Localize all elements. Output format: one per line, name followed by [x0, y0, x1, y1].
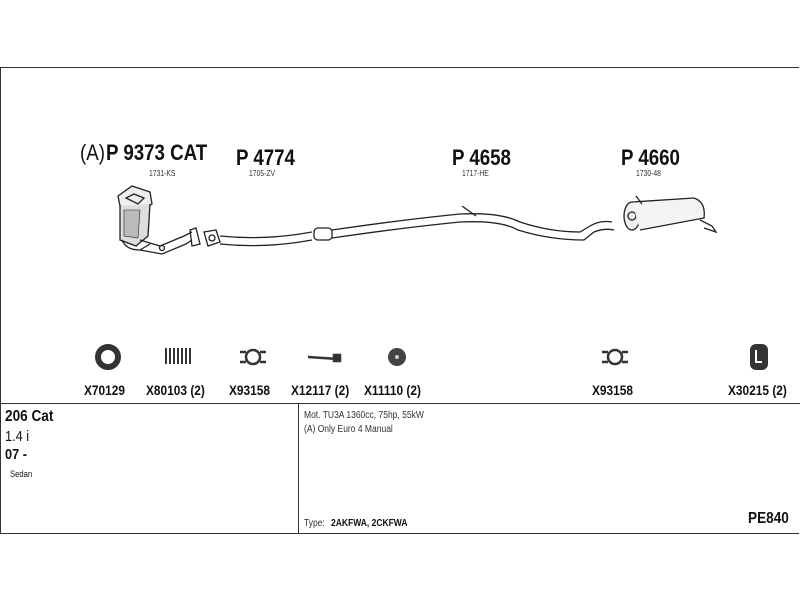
part-number: P 9373 CAT: [106, 140, 208, 165]
middle-pipe-drawing: [219, 205, 615, 247]
washer-icon: [388, 348, 406, 366]
type-label: Type:: [304, 518, 325, 529]
accessory-code: X93158: [592, 382, 634, 398]
divider: [0, 403, 800, 404]
divider: [298, 403, 299, 533]
part-reference: 1717-HE: [462, 169, 489, 178]
system-code: PE840: [748, 510, 789, 527]
vehicle-model: 206 Cat: [5, 408, 54, 425]
catalytic-converter-drawing: [117, 185, 153, 251]
vehicle-year: 07 -: [5, 446, 27, 463]
accessory-code: X80103 (2): [146, 382, 205, 398]
option-note: (A) Only Euro 4 Manual: [304, 424, 393, 435]
part-reference: 1705-ZV: [249, 169, 276, 178]
accessory-code: X93158: [229, 382, 271, 398]
bolt-icon: [307, 353, 342, 363]
diagram-frame: [0, 67, 799, 534]
accessory-code: X70129: [84, 382, 126, 398]
rubber-hanger-icon: [750, 344, 768, 370]
vehicle-engine: 1.4 i: [5, 428, 30, 445]
spring-icon: [165, 348, 191, 364]
vehicle-body: Sedan: [10, 469, 33, 479]
gasket-ring-icon: [95, 344, 121, 370]
accessory-code: X30215 (2): [728, 382, 787, 398]
part-reference: 1730-48: [636, 169, 661, 178]
part-reference: 1731-KS: [149, 169, 176, 178]
accessory-code: X11110 (2): [364, 382, 421, 398]
part-number: P 4660: [621, 145, 680, 170]
accessory-code: X12117 (2): [291, 382, 350, 398]
front-pipe-drawing: [139, 227, 221, 255]
option-a-marker: (A): [80, 140, 105, 165]
type-value: 2AKFWA, 2CKFWA: [331, 518, 408, 529]
engine-note: Mot. TU3A 1360cc, 75hp, 55kW: [304, 410, 424, 421]
clamp-icon: [602, 348, 628, 366]
part-number: P 4658: [452, 145, 511, 170]
clamp-icon: [240, 348, 266, 366]
rear-silencer-drawing: [623, 195, 718, 234]
part-number: P 4774: [236, 145, 295, 170]
